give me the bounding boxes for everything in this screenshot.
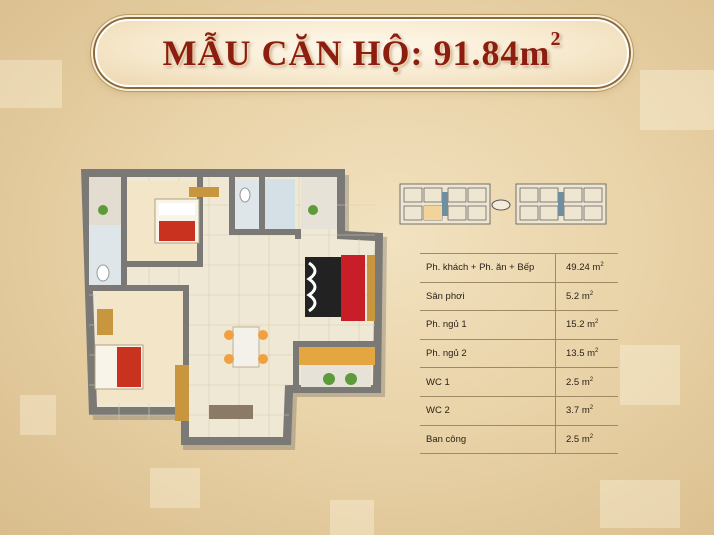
background-decoration — [640, 70, 714, 130]
room-name: Ph. ngủ 2 — [420, 339, 556, 369]
background-decoration — [0, 60, 62, 108]
room-name: WC 2 — [420, 396, 556, 426]
room-name: Sân phơi — [420, 282, 556, 312]
background-decoration — [620, 345, 680, 405]
room-area-value: 3.7 m — [566, 405, 590, 417]
room-area-value: 15.2 m — [566, 319, 596, 331]
room-name: Ph. ngủ 1 — [420, 310, 556, 340]
room-area: 49.24 m2 — [555, 253, 618, 283]
key-plan-right — [515, 183, 607, 225]
page-title: MẪU CĂN HỘ: 91.84m2 — [162, 28, 562, 74]
background-decoration — [20, 395, 56, 435]
room-area-unit-superscript: 2 — [589, 433, 594, 440]
title-text: MẪU CĂN HỘ: 91.84m — [162, 33, 551, 73]
room-area: 2.5 m2 — [555, 425, 618, 455]
title-superscript: 2 — [550, 28, 562, 50]
room-area-unit-superscript: 2 — [589, 290, 594, 297]
room-name: Ban công — [420, 425, 556, 455]
background-decoration — [600, 480, 680, 528]
room-area-value: 5.2 m — [566, 290, 590, 302]
room-area-unit-superscript: 2 — [600, 262, 604, 269]
room-name: Ph. khách + Ph. ăn + Bếp — [420, 253, 556, 283]
room-area: 5.2 m2 — [555, 282, 618, 312]
room-area-unit-superscript: 2 — [595, 348, 599, 354]
room-area-unit-superscript: 2 — [595, 319, 599, 326]
background-decoration — [330, 500, 374, 535]
room-area-unit-superscript: 2 — [589, 405, 594, 412]
room-area-value: 13.5 m — [566, 348, 596, 360]
room-area-unit-superscript: 2 — [589, 376, 594, 383]
background-decoration — [150, 468, 200, 508]
room-area: 2.5 m2 — [555, 367, 618, 397]
room-area-value: 2.5 m — [566, 376, 590, 388]
key-plan-left — [399, 183, 491, 225]
connector-icon — [491, 199, 511, 211]
room-area-value: 49.24 m — [566, 262, 601, 274]
room-area-value: 2.5 m — [566, 433, 590, 445]
room-area: 15.2 m2 — [555, 310, 618, 340]
floor-plan — [81, 169, 387, 450]
room-name: WC 1 — [420, 367, 556, 397]
room-area: 3.7 m2 — [555, 396, 618, 426]
title-banner: MẪU CĂN HỘ: 91.84m2 — [95, 19, 629, 87]
room-area: 13.5 m2 — [555, 339, 618, 369]
